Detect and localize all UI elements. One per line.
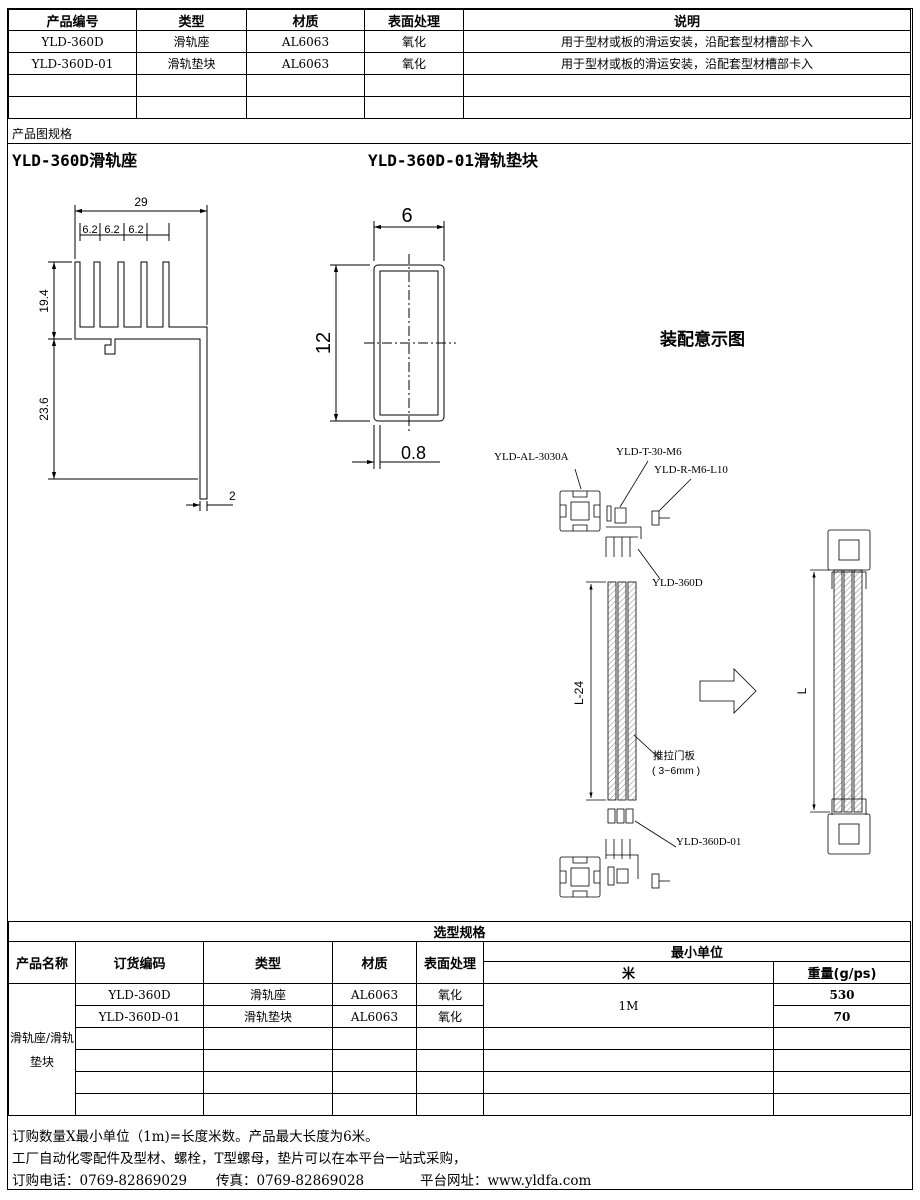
cell-weight: 530 — [773, 983, 911, 1006]
label-door: 推拉门板 — [653, 749, 695, 762]
header-order-code: 订货编码 — [75, 941, 204, 984]
dim-lower-height: 23.6 — [37, 397, 51, 421]
label-door-range: ( 3~6mm ) — [652, 765, 700, 777]
label-pad: YLD-360D-01 — [676, 836, 741, 848]
cell-code: YLD-360D-01 — [75, 1005, 204, 1028]
t-nut-icon — [606, 505, 627, 524]
cell-weight: 70 — [773, 1005, 911, 1028]
footer-phone: 订购电话：0769-82869029 — [12, 1173, 188, 1189]
dim-pitch-3: 6.2 — [128, 224, 143, 236]
table-row: 滑轨座/滑轨垫块 YLD-360D 滑轨座 AL6063 氧化 1M 530 — [8, 983, 911, 1116]
screw-icon — [651, 510, 660, 526]
selection-table: 选型规格 产品名称 订货编码 类型 材质 表面处理 最小单位 米 重量(g/ps… — [8, 921, 911, 1116]
footer-note-2: 工厂自动化零配件及型材、螺栓，T型螺母，垫片可以在本平台一站式采购， — [12, 1151, 467, 1167]
cell-code: YLD-360D — [75, 983, 204, 1006]
label-rail: YLD-360D — [652, 577, 703, 589]
table-row — [9, 1027, 911, 1050]
table-row: YLD-360D-01 滑轨垫块 AL6063 氧化 70 — [9, 1005, 911, 1028]
cell-material: AL6063 — [332, 1005, 417, 1028]
header-material: 材质 — [332, 941, 417, 984]
table-row — [8, 96, 911, 119]
footer-site: 平台网址：www.yldfa.com — [420, 1173, 592, 1189]
selection-title: 选型规格 — [8, 921, 911, 942]
cell-surface: 氧化 — [416, 983, 484, 1006]
aluminum-profile-icon — [559, 490, 601, 532]
table-row — [9, 1071, 911, 1094]
product-title-left: YLD-360D滑轨座 — [12, 151, 138, 170]
product-title-right: YLD-360D-01滑轨垫块 — [368, 151, 538, 170]
label-length-right: L — [795, 687, 809, 694]
cell-product-name: 滑轨座/滑轨垫块 — [8, 983, 76, 1116]
header-min-unit: 最小单位 — [483, 941, 911, 962]
cell-description: 用于型材或板的滑运安装，沿配套型材槽部卡入 — [463, 30, 911, 53]
dim-pad-wall: 0.8 — [401, 443, 426, 463]
dim-thickness: 2 — [229, 489, 236, 503]
cell-surface: 氧化 — [416, 1005, 484, 1028]
table-row: YLD-360D-01 滑轨垫块 AL6063 氧化 用于型材或板的滑运安装，沿… — [8, 52, 911, 75]
header-surface: 表面处理 — [416, 941, 484, 984]
spec-label: 产品图规格 — [12, 127, 73, 141]
label-tnut: YLD-T-30-M6 — [616, 446, 682, 458]
label-profile: YLD-AL-3030A — [494, 451, 569, 463]
cell-unit: 1M — [483, 983, 774, 1028]
footer-fax: 传真：0769-82869028 — [216, 1173, 365, 1189]
label-screw: YLD-R-M6-L10 — [654, 464, 728, 476]
dim-width: 29 — [134, 195, 148, 209]
product-info-table: 产品编号 类型 材质 表面处理 说明 YLD-360D 滑轨座 AL6063 氧… — [8, 9, 911, 119]
spec-sheet: 产品编号 类型 材质 表面处理 说明 YLD-360D 滑轨座 AL6063 氧… — [7, 8, 913, 1190]
dim-upper-height: 19.4 — [37, 289, 51, 313]
pad-profile-drawing — [330, 221, 456, 469]
assembly-title: 装配意示图 — [660, 330, 745, 350]
dim-pitch-1: 6.2 — [82, 224, 97, 236]
header-type: 类型 — [203, 941, 333, 984]
cell-material: AL6063 — [246, 52, 365, 75]
dim-pitch-2: 6.2 — [104, 224, 119, 236]
dim-pad-width: 6 — [401, 205, 412, 227]
cell-type: 滑轨垫块 — [203, 1005, 333, 1028]
divider — [8, 143, 911, 144]
table-row: YLD-360D 滑轨座 AL6063 氧化 用于型材或板的滑运安装，沿配套型材… — [8, 30, 911, 53]
header-product-name: 产品名称 — [8, 941, 76, 984]
table-row — [9, 1093, 911, 1116]
label-length-left: L-24 — [572, 681, 586, 705]
footer-note-1: 订购数量X最小单位（1m)=长度米数。产品最大长度为6米。 — [12, 1129, 379, 1145]
header-meter: 米 — [483, 961, 774, 984]
cell-material: AL6063 — [332, 983, 417, 1006]
rail-seat-icon — [605, 526, 642, 557]
header-weight: 重量(g/ps) — [773, 961, 911, 984]
table-row — [9, 1049, 911, 1072]
assembly-diagram — [559, 460, 871, 898]
rail-profile-drawing — [48, 205, 233, 511]
dim-pad-height: 12 — [313, 332, 335, 354]
cell-type: 滑轨座 — [203, 983, 333, 1006]
arrow-icon — [699, 668, 757, 714]
technical-drawings: 29 6.2 6.2 6.2 19.4 23.6 2 6 12 0.8 — [37, 195, 871, 898]
table-row — [8, 74, 911, 97]
